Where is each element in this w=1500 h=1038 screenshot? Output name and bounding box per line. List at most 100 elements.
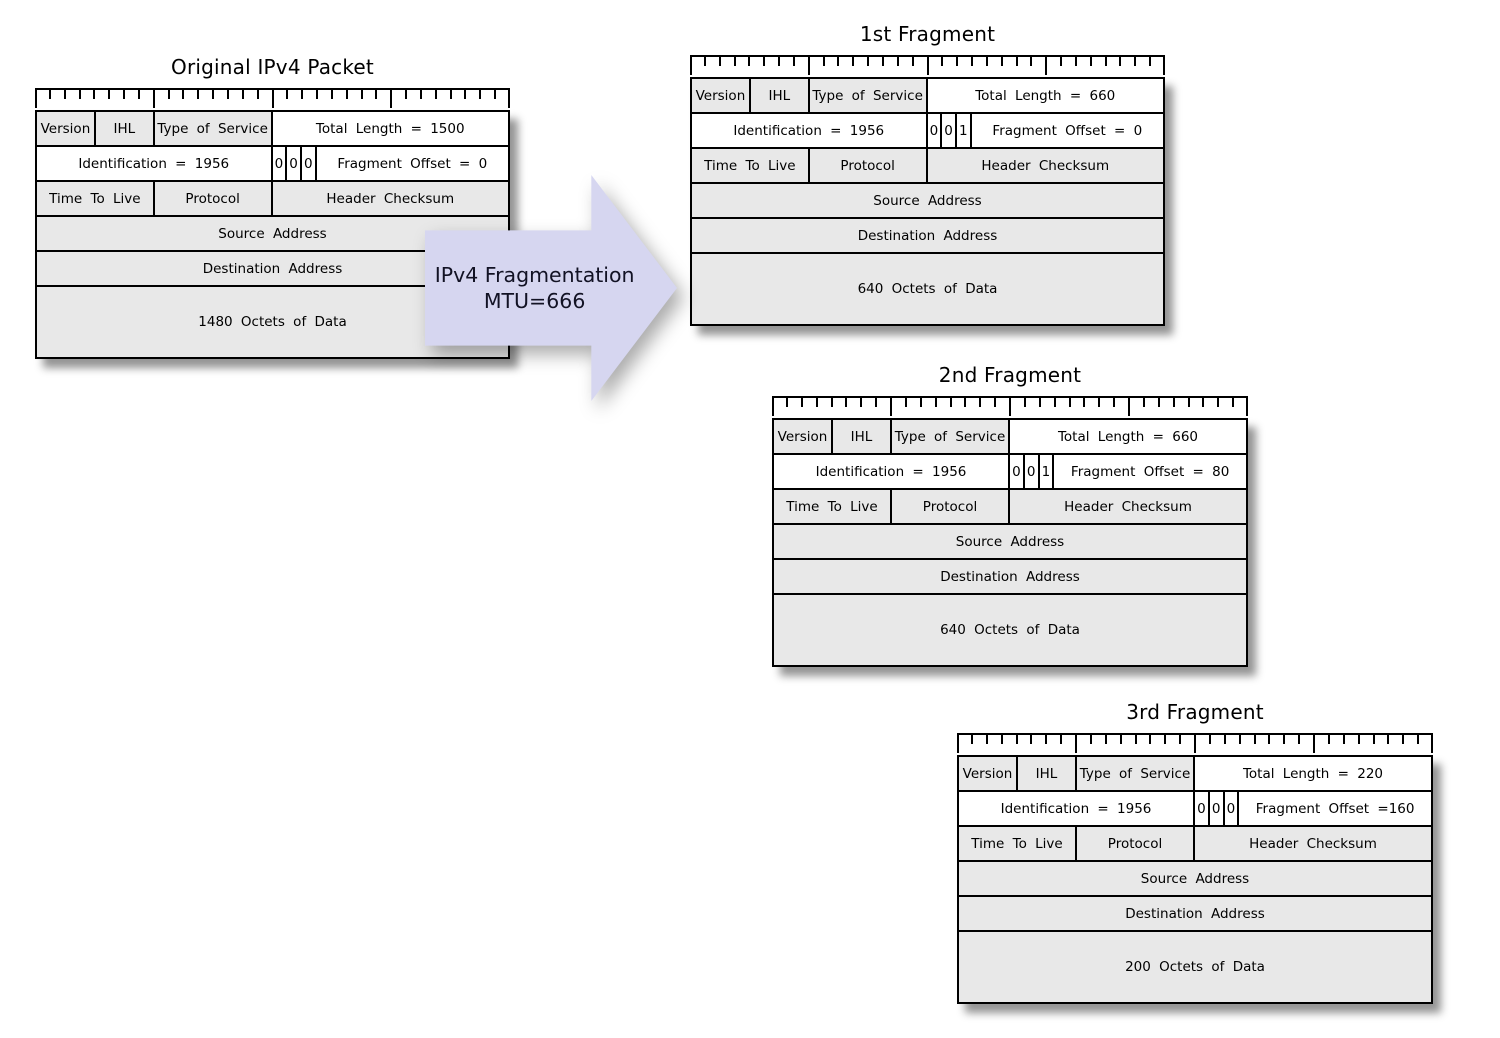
ruler-tick xyxy=(1164,735,1167,744)
flag-bit-0: 0 xyxy=(272,147,288,180)
packet-title: 2nd Fragment xyxy=(938,363,1082,387)
ruler-tick xyxy=(1119,735,1122,744)
ruler-tick xyxy=(167,90,170,99)
ruler-tick xyxy=(792,57,795,66)
ruler-tick xyxy=(78,90,81,99)
ruler-tick xyxy=(822,57,825,66)
ruler-tick xyxy=(1253,735,1256,744)
bit-ruler xyxy=(957,733,1433,755)
field-protocol: Protocol xyxy=(154,182,273,215)
ruler-tick xyxy=(957,735,959,753)
ruler-tick xyxy=(778,57,781,66)
ruler-tick xyxy=(1045,735,1048,744)
ruler-tick xyxy=(1030,57,1033,66)
ruler-tick xyxy=(1068,398,1071,407)
ruler-tick xyxy=(919,398,922,407)
ruler-tick xyxy=(1179,735,1182,744)
flag-bit-2: 0 xyxy=(1224,792,1240,825)
header-row-5: Destination Address xyxy=(774,560,1246,595)
ruler-tick xyxy=(449,90,452,99)
field-payload: 200 Octets of Data xyxy=(959,932,1431,1002)
ruler-tick xyxy=(1417,735,1420,744)
ruler-tick xyxy=(1104,57,1107,66)
ruler-tick xyxy=(256,90,259,99)
ruler-tick xyxy=(748,57,751,66)
ruler-tick xyxy=(1104,735,1107,744)
ruler-tick xyxy=(1134,57,1137,66)
field-time-to-live: Time To Live xyxy=(959,827,1077,860)
ruler-tick xyxy=(830,398,833,407)
header-row-4: Source Address xyxy=(774,525,1246,560)
field-destination-address: Destination Address xyxy=(774,560,1246,593)
ruler-tick xyxy=(464,90,467,99)
ruler-tick xyxy=(1268,735,1271,744)
ruler-tick xyxy=(1194,735,1196,753)
ruler-tick xyxy=(182,90,185,99)
ruler-tick xyxy=(860,398,863,407)
ruler-tick xyxy=(508,90,510,108)
ruler-tick xyxy=(956,57,959,66)
ruler-tick xyxy=(286,90,289,99)
ruler-tick xyxy=(875,398,878,407)
ruler-tick xyxy=(1060,57,1063,66)
packet-title: Original IPv4 Packet xyxy=(171,55,374,79)
ruler-tick xyxy=(867,57,870,66)
ruler-tick xyxy=(1142,398,1145,407)
ruler-tick xyxy=(1060,735,1063,744)
ruler-tick xyxy=(890,398,892,416)
ruler-tick xyxy=(800,398,803,407)
field-time-to-live: Time To Live xyxy=(692,149,810,182)
ruler-tick xyxy=(807,57,810,75)
payload-row: 640 Octets of Data xyxy=(774,595,1246,665)
ruler-tick xyxy=(1157,398,1160,407)
ruler-tick xyxy=(971,57,974,66)
ruler-tick xyxy=(226,90,229,99)
ruler-tick xyxy=(1015,735,1018,744)
header-row-4: Source Address xyxy=(959,862,1431,897)
flag-bit-0: 0 xyxy=(927,114,943,147)
ruler-tick xyxy=(1283,735,1286,744)
ruler-tick xyxy=(964,398,967,407)
ruler-tick xyxy=(241,90,244,99)
ruler-tick xyxy=(419,90,422,99)
ruler-tick xyxy=(1045,57,1048,75)
ruler-tick xyxy=(316,90,319,99)
ruler-tick xyxy=(837,57,840,66)
field-total-length: Total Length = 220 xyxy=(1195,757,1431,790)
ruler-tick xyxy=(1038,398,1041,407)
packet-title: 3rd Fragment xyxy=(1126,700,1264,724)
ruler-tick xyxy=(896,57,899,66)
ruler-tick xyxy=(1009,398,1011,416)
field-fragment-offset: Fragment Offset = 80 xyxy=(1054,455,1246,488)
ruler-tick xyxy=(1098,398,1101,407)
header-row-3: Time To Live Protocol Header Checksum xyxy=(37,182,508,217)
arrow-label-line2: MTU=666 xyxy=(483,289,586,313)
field-ihl: IHL xyxy=(833,420,892,453)
packet-header-table: Version IHL Type of Service Total Length… xyxy=(957,755,1433,1004)
ruler-tick xyxy=(1223,735,1226,744)
ruler-tick xyxy=(1402,735,1405,744)
field-fragment-offset: Fragment Offset = 0 xyxy=(971,114,1163,147)
field-type-of-service: Type of Service xyxy=(1077,757,1195,790)
flag-bit-1: 0 xyxy=(1024,455,1040,488)
fragmentation-arrow-label: IPv4 Fragmentation MTU=666 xyxy=(425,262,644,314)
payload-row: 200 Octets of Data xyxy=(959,932,1431,1002)
field-identification: Identification = 1956 xyxy=(692,114,928,147)
ruler-tick xyxy=(926,57,929,75)
ruler-tick xyxy=(330,90,333,99)
ruler-tick xyxy=(1202,398,1205,407)
field-total-length: Total Length = 660 xyxy=(1010,420,1246,453)
ruler-tick xyxy=(718,57,721,66)
ruler-tick xyxy=(1217,398,1220,407)
field-type-of-service: Type of Service xyxy=(892,420,1010,453)
ruler-tick xyxy=(815,398,818,407)
ruler-tick xyxy=(845,398,848,407)
ruler-tick xyxy=(35,90,37,108)
field-payload: 640 Octets of Data xyxy=(774,595,1246,665)
ruler-tick xyxy=(301,90,304,99)
header-row-1: Version IHL Type of Service Total Length… xyxy=(37,112,508,147)
field-type-of-service: Type of Service xyxy=(154,112,273,145)
ruler-tick xyxy=(979,398,982,407)
flag-bit-0: 0 xyxy=(1010,455,1025,488)
